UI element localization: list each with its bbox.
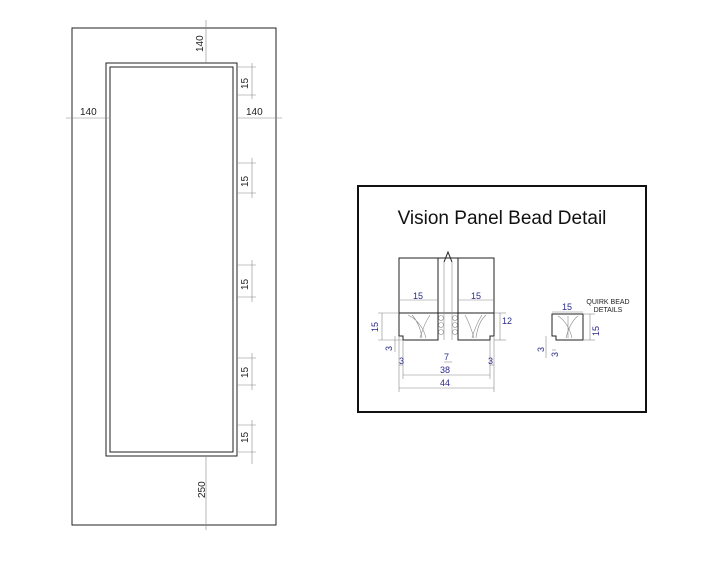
glazing-seal — [438, 315, 458, 335]
bead-section: 15 15 15 12 3 3 3 7 38 44 — [370, 250, 512, 392]
top-rail-dim: 140 — [195, 35, 206, 52]
bead-dim-1: 15 — [240, 77, 251, 89]
quirk-bead-height-dim: 15 — [591, 326, 601, 336]
bead-dim-3: 15 — [240, 278, 251, 290]
right-bead-width-dim: 15 — [471, 291, 481, 301]
quirk-bead-width-dim: 15 — [562, 302, 572, 312]
bottom-rail-dim: 250 — [197, 481, 208, 498]
quirk-bead-step-dim: 3 — [550, 352, 560, 357]
left-bead-height-dim: 15 — [370, 322, 380, 332]
left-bead — [398, 312, 439, 341]
right-quirk-dim: 3 — [488, 356, 493, 366]
left-stile-dim: 140 — [80, 107, 97, 118]
bead-dim-ticks — [237, 63, 256, 464]
bead-detail-panel: Vision Panel Bead Detail — [357, 185, 647, 413]
bottom-left-step-dim: 3 — [399, 356, 404, 366]
vision-panel-outer — [105, 62, 238, 457]
right-stile-dim: 140 — [246, 107, 263, 118]
left-quirk-dim: 3 — [384, 346, 394, 351]
bead-dim-5: 15 — [240, 431, 251, 443]
vision-panel-inner — [109, 66, 234, 453]
right-bead-height-dim: 12 — [502, 316, 512, 326]
glass-gap-dim: 7 — [444, 352, 449, 362]
door-elevation: 140 140 140 250 15 15 15 15 15 — [66, 20, 282, 530]
left-bead-width-dim: 15 — [413, 291, 423, 301]
inner-overall-dim: 38 — [440, 365, 450, 375]
bead-dim-2: 15 — [240, 175, 251, 187]
quirk-bead — [551, 313, 584, 341]
quirk-note-line-2: DETAILS — [594, 307, 623, 314]
door-outline — [71, 27, 277, 526]
quirk-bead-detail: 15 15 3 3 QUIRK BEAD DETAILS — [536, 299, 630, 358]
detail-title: Vision Panel Bead Detail — [398, 208, 607, 229]
quirk-bead-quirk-dim: 3 — [536, 347, 546, 352]
bead-section-dims — [378, 299, 506, 392]
bead-dim-4: 15 — [240, 366, 251, 378]
stile-upper — [398, 257, 495, 314]
overall-width-dim: 44 — [440, 378, 450, 388]
quirk-note-line-1: QUIRK BEAD — [586, 299, 629, 306]
detail-frame — [357, 185, 647, 413]
quirk-bead-dims — [545, 311, 595, 358]
